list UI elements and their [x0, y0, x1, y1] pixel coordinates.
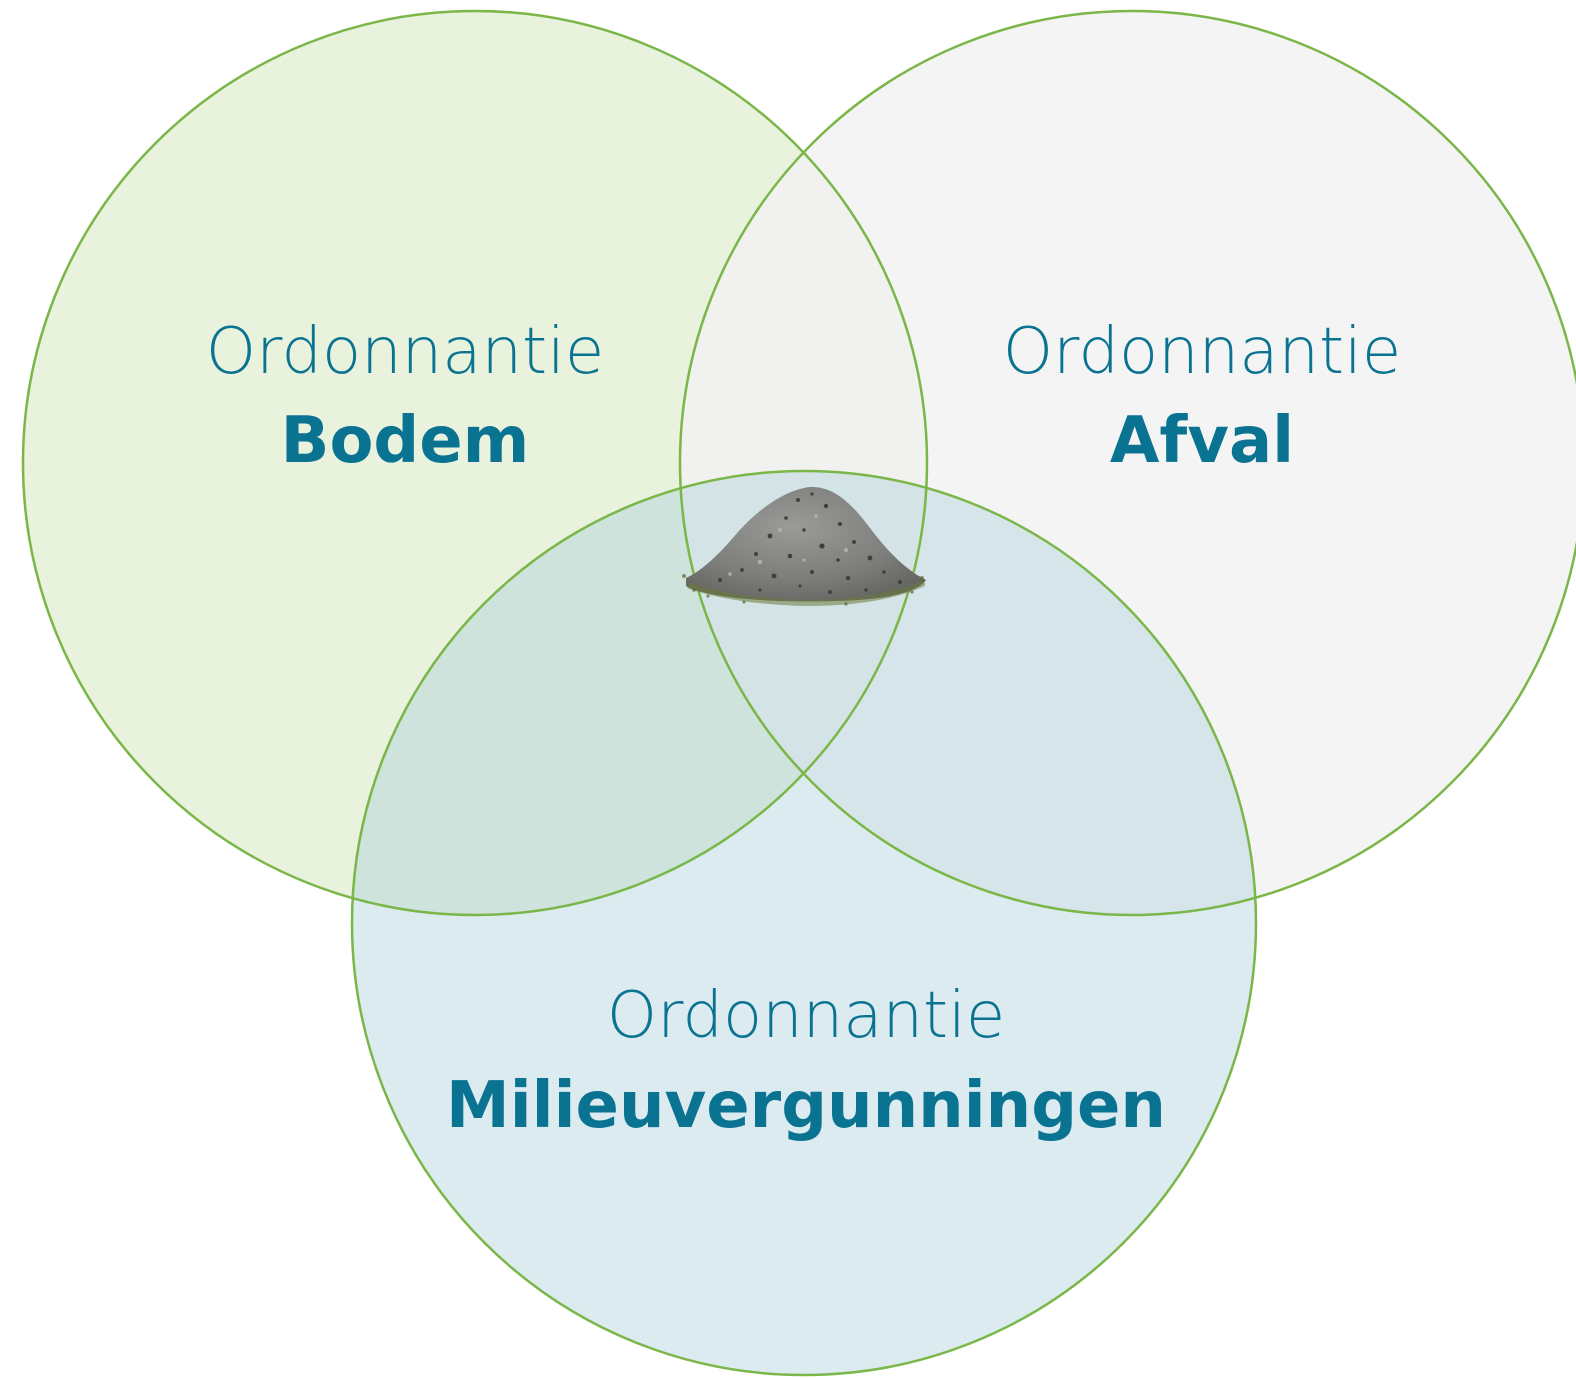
- bodem-label-line2: Bodem: [281, 404, 530, 478]
- circle-milieuvergunningen: [352, 471, 1256, 1375]
- milieuvergunningen-label-line2: Milieuvergunningen: [446, 1069, 1166, 1143]
- afval-label-line1: Ordonnantie: [1003, 315, 1402, 389]
- milieuvergunningen-label-line1: Ordonnantie: [607, 979, 1006, 1053]
- bodem-label-line1: Ordonnantie: [206, 315, 605, 389]
- afval-label-line2: Afval: [1110, 404, 1294, 478]
